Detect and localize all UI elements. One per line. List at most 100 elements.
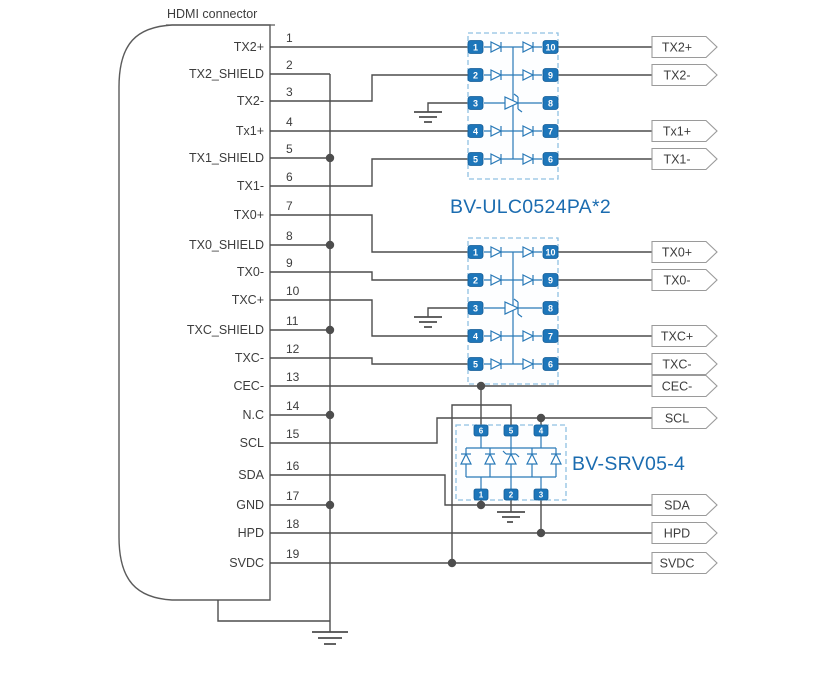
ic-pin-number: 7 <box>548 127 553 137</box>
ic-pin-number: 8 <box>548 99 553 109</box>
ic-pin <box>542 329 559 343</box>
ic-pin <box>467 96 484 110</box>
output-tag-label: SVDC <box>660 557 695 571</box>
ic-pin <box>542 273 559 287</box>
diode-symbol <box>490 246 503 258</box>
ic-pin-number: 1 <box>479 491 484 500</box>
diode-symbol <box>522 69 535 81</box>
junction-dot <box>476 381 486 391</box>
diode-symbol <box>522 153 535 165</box>
connector-pin-number: 19 <box>286 547 300 561</box>
hdmi-connector-body <box>118 24 271 601</box>
diode-symbol <box>522 246 535 258</box>
ic-pin <box>467 301 484 315</box>
output-tag <box>651 268 718 292</box>
output-tag <box>651 324 718 348</box>
diode-symbol <box>490 358 503 370</box>
output-tag <box>651 551 718 575</box>
connector-pin-label: TX2- <box>237 94 264 108</box>
connector-pin-label: SDA <box>238 468 264 482</box>
ground-symbols <box>312 111 525 645</box>
tvs-diode-symbol <box>550 452 562 465</box>
ic-pin-number: 9 <box>548 276 553 286</box>
connector-pin-label: TX2_SHIELD <box>189 67 264 81</box>
ic-pin-number: 4 <box>473 332 478 342</box>
tvs-cathode-bar <box>502 450 520 458</box>
tvs-diode-symbol <box>526 452 538 465</box>
connector-pin-number: 10 <box>286 284 300 298</box>
junction-dot <box>325 410 335 420</box>
output-tag <box>651 240 718 264</box>
zener-cathode-bar <box>513 298 523 318</box>
diode-symbol <box>490 69 503 81</box>
connector-pin-number: 12 <box>286 342 300 356</box>
connector-pin-label: TX1_SHIELD <box>189 151 264 165</box>
tvs-part-number: BV-SRV05-4 <box>572 453 685 475</box>
input-wires <box>270 46 652 564</box>
ic-pin-number: 6 <box>548 360 553 370</box>
ic-pin <box>533 424 549 437</box>
tvs-diode-symbol <box>505 452 517 465</box>
output-tag <box>651 374 718 398</box>
ic-pin <box>467 68 484 82</box>
ic-pin-number: 6 <box>479 427 484 436</box>
junction-dot <box>447 558 457 568</box>
ic-pin <box>467 40 484 54</box>
diode-symbol <box>490 41 503 53</box>
ic-pin <box>542 68 559 82</box>
ic-pin <box>542 357 559 371</box>
ic-pin-number: 8 <box>548 304 553 314</box>
output-tag <box>651 493 718 517</box>
output-tag <box>651 35 718 59</box>
connector-pin-number: 7 <box>286 199 293 213</box>
ic-pin-number: 5 <box>509 427 514 436</box>
connector-pin-label: TX2+ <box>234 40 264 54</box>
connector-pin-number: 5 <box>286 142 293 156</box>
output-tag <box>651 352 718 376</box>
tvs-diode-symbol <box>460 452 472 465</box>
zener-diode-symbol <box>504 301 520 315</box>
ic-pin <box>473 424 489 437</box>
connector-pin-number: 15 <box>286 427 300 441</box>
ic-pin-number: 3 <box>473 304 478 314</box>
connector-pin-number: 6 <box>286 170 293 184</box>
junction-dot <box>325 325 335 335</box>
output-tag-label: SDA <box>664 499 690 513</box>
diode-symbol <box>522 41 535 53</box>
zener-diode-symbol <box>504 96 520 110</box>
connector-pin-number: 3 <box>286 85 293 99</box>
connector-pin-label: TXC_SHIELD <box>187 323 264 337</box>
output-wires <box>558 46 652 365</box>
connector-pin-label: GND <box>236 498 264 512</box>
connector-pin-number: 14 <box>286 399 300 413</box>
output-tag-label: CEC- <box>662 380 693 394</box>
diode-symbol <box>490 330 503 342</box>
ic-pin-number: 10 <box>545 248 555 258</box>
ic-pin <box>467 124 484 138</box>
junction-dot <box>476 500 486 510</box>
output-tag <box>651 119 718 143</box>
diode-symbol <box>490 153 503 165</box>
diode-symbol <box>490 274 503 286</box>
ic-pin <box>473 488 489 501</box>
ic-pin-number: 1 <box>473 248 478 258</box>
connector-title: HDMI connector <box>167 7 257 21</box>
zener-cathode-bar <box>513 93 523 113</box>
connector-pin-label: TX0+ <box>234 208 264 222</box>
ic-pin <box>467 273 484 287</box>
connector-pin-label: Tx1+ <box>236 124 264 138</box>
ic-pin-number: 6 <box>548 155 553 165</box>
output-tag-label: HPD <box>664 527 690 541</box>
output-tag-label: TXC+ <box>661 330 693 344</box>
ic-pin-number: 2 <box>473 71 478 81</box>
output-tag-label: Tx1+ <box>663 125 691 139</box>
ic-pin <box>542 301 559 315</box>
ic-pin <box>467 329 484 343</box>
ic-pin-number: 9 <box>548 71 553 81</box>
tvs-internal-wiring <box>465 436 557 489</box>
junction-dot <box>325 153 335 163</box>
connector-pin-number: 17 <box>286 489 300 503</box>
output-tag-label: TX2+ <box>662 41 692 55</box>
connector-pin-number: 9 <box>286 256 293 270</box>
